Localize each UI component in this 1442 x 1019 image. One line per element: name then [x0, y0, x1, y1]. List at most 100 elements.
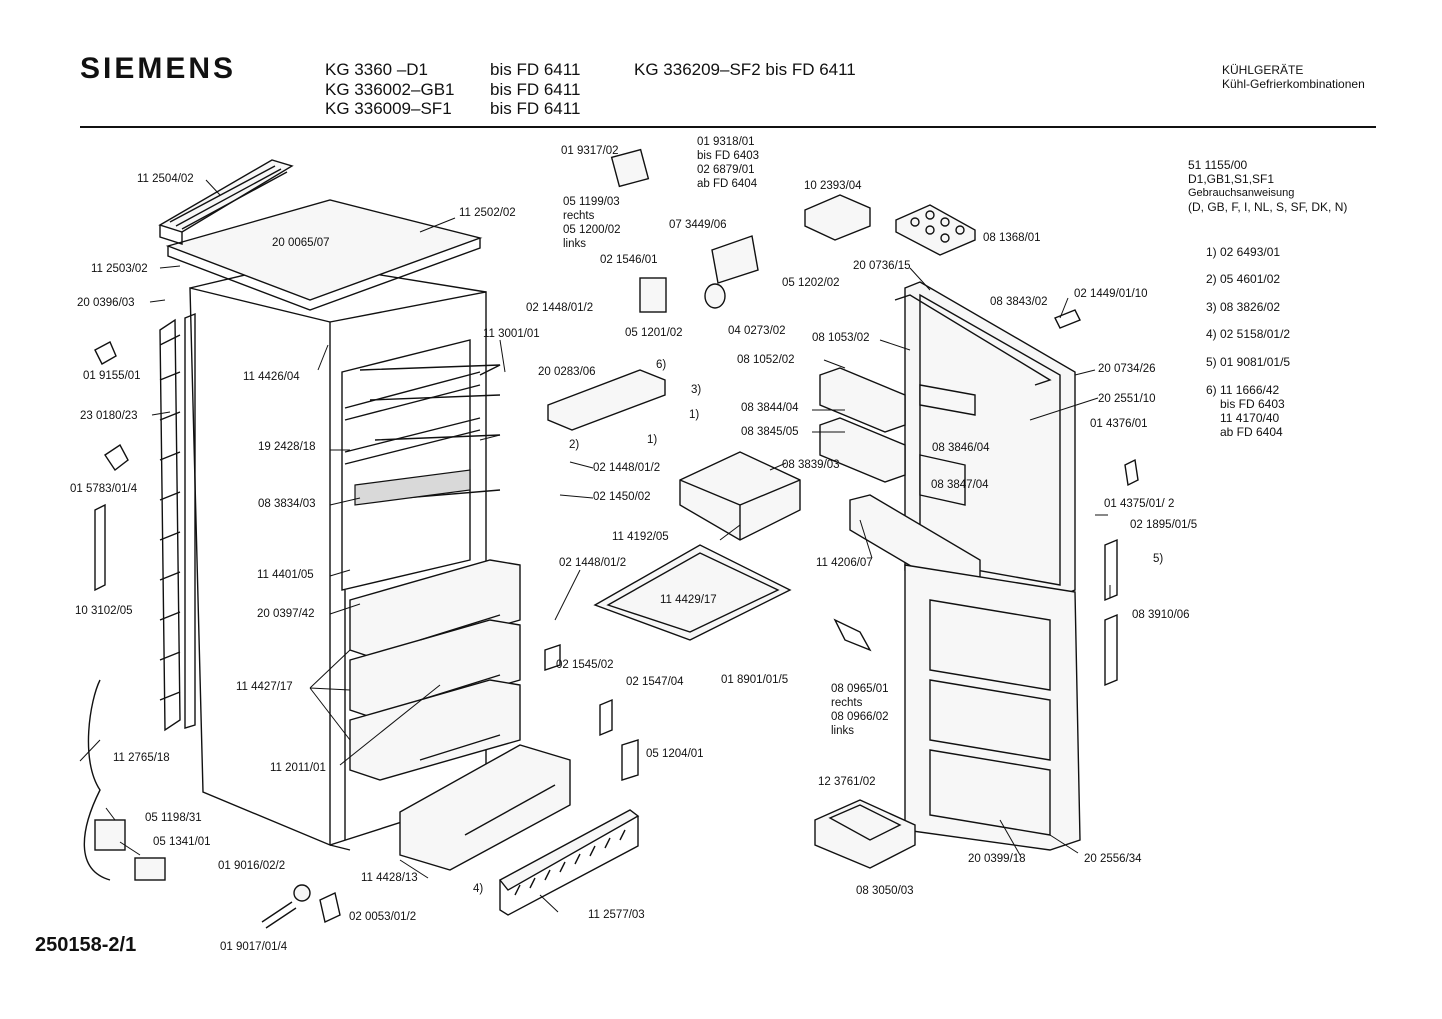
part-label: 19 2428/18: [258, 441, 316, 453]
part-label: 02 1448/01/2: [526, 302, 594, 314]
crisper-tray: [679, 451, 801, 541]
part-label: 08 3844/04: [741, 402, 799, 414]
part-label: 02 1449/01/10: [1074, 288, 1148, 300]
cable-clip: [94, 341, 117, 365]
part-label: 02 1545/02: [556, 659, 614, 671]
part-label: 1): [689, 409, 700, 421]
part-label: 20 0397/42: [257, 608, 315, 620]
part-label: 11 3001/01: [483, 328, 540, 340]
part-label: 02 0053/01/2: [349, 911, 417, 923]
hinge-cover: [621, 739, 639, 781]
note-item: 2) 05 4601/02: [1206, 272, 1281, 286]
light-switch: [639, 277, 667, 313]
part-label: 11 2577/03: [588, 909, 645, 921]
part-label: 11 2011/01: [270, 762, 326, 774]
ice-tray: [814, 799, 916, 869]
manual-languages: (D, GB, F, I, NL, S, SF, DK, N): [1188, 200, 1348, 214]
drain-tube: [94, 503, 106, 592]
note-item: 6) 11 1666/42: [1206, 383, 1280, 397]
part-label: 20 0283/06: [538, 366, 596, 378]
note-item: 1) 02 6493/01: [1206, 245, 1281, 259]
part-label: 5): [1153, 553, 1164, 565]
model-range-2: bis FD 6411: [490, 80, 581, 99]
fridge-shelves: [344, 364, 501, 506]
part-label: 12 3761/02: [818, 776, 876, 788]
part-label: 01 9016/02/2: [218, 860, 286, 872]
part-label: 02 1546/01: [600, 254, 658, 266]
leader-lines: [79, 179, 1111, 913]
cabinet-body: [189, 261, 487, 851]
part-label: 11 2503/02: [91, 263, 148, 275]
note-item: 4) 02 5158/01/2: [1206, 327, 1291, 341]
part-label: 11 4428/13: [361, 872, 418, 884]
category-title: KÜHLGERÄTE: [1222, 63, 1304, 77]
part-label: 08 1053/02: [812, 332, 870, 344]
model-range-3: bis FD 6411: [490, 99, 581, 118]
part-label: links: [563, 238, 587, 250]
part-label: 05 1204/01: [646, 748, 704, 760]
part-label: 10 3102/05: [75, 605, 133, 617]
part-label: 23 0180/23: [80, 410, 138, 422]
part-label: rechts: [831, 697, 863, 709]
part-label: 6): [656, 359, 667, 371]
part-label: 11 4426/04: [243, 371, 300, 383]
header-divider: [80, 126, 1376, 128]
part-label: 11 4429/17: [660, 594, 717, 606]
model-code-3: KG 336009–SF1: [325, 99, 452, 118]
part-label: 08 3846/04: [932, 442, 990, 454]
part-label: 08 3845/05: [741, 426, 799, 438]
part-label: 11 2765/18: [113, 752, 170, 764]
part-label: 05 1200/02: [563, 224, 621, 236]
part-label: 10 2393/04: [804, 180, 862, 192]
model-range-1: bis FD 6411: [490, 60, 581, 79]
note-item: 3) 08 3826/02: [1206, 300, 1281, 314]
brand-logo: SIEMENS: [80, 52, 237, 85]
manual-part: 51 1155/00: [1188, 158, 1248, 172]
thermostat: [610, 148, 650, 188]
egg-tray: [895, 204, 976, 256]
part-label: 1): [647, 434, 658, 446]
foot-screw: [319, 891, 341, 924]
hinge-bracket-right: [833, 618, 872, 652]
lamp-cover: [711, 235, 759, 284]
part-label: 20 0736/15: [853, 260, 911, 272]
part-label: 20 0734/26: [1098, 363, 1156, 375]
part-label: 01 5783/01/4: [70, 483, 138, 495]
bottom-drawer: [399, 744, 571, 871]
part-label: 11 2502/02: [459, 207, 516, 219]
door-hinge-bracket: [1104, 538, 1118, 687]
note-item: bis FD 6403: [1220, 397, 1285, 411]
part-label: bis FD 6403: [697, 150, 760, 162]
part-label: 02 1448/01/2: [593, 462, 661, 474]
butter-dish: [804, 194, 871, 241]
part-label: 05 1198/31: [145, 812, 202, 824]
part-label: 02 1450/02: [593, 491, 651, 503]
support-clip: [104, 443, 129, 472]
part-label: 20 0399/18: [968, 853, 1026, 865]
part-label: 20 0396/03: [77, 297, 135, 309]
door-handle-clip: [1054, 309, 1081, 329]
category-subtitle: Kühl-Gefrierkombinationen: [1222, 77, 1365, 91]
overload-protector: [134, 857, 166, 881]
freezer-drawers: [349, 559, 521, 781]
part-label: 05 1199/03: [563, 196, 620, 208]
part-label: 07 3449/06: [669, 219, 727, 231]
part-label: ab FD 6404: [697, 178, 758, 190]
top-grille: [158, 159, 294, 245]
note-item: 11 4170/40: [1220, 411, 1280, 425]
part-label: 11 4401/05: [257, 569, 314, 581]
part-label: 02 6879/01: [697, 164, 755, 176]
part-label: 08 3839/03: [782, 459, 840, 471]
part-label: 08 3843/02: [990, 296, 1048, 308]
note-item: ab FD 6404: [1220, 425, 1283, 439]
base-grille: [498, 809, 640, 916]
part-label: 05 1201/02: [625, 327, 683, 339]
part-label: 02 1895/01/5: [1130, 519, 1198, 531]
part-label: 08 3050/03: [856, 885, 914, 897]
part-label: 02 1547/04: [626, 676, 684, 688]
part-label: 20 2551/10: [1098, 393, 1156, 405]
document-number: 250158-2/1: [35, 934, 137, 956]
part-label: 11 4427/17: [236, 681, 293, 693]
model-code-1: KG 3360 –D1: [325, 60, 429, 79]
